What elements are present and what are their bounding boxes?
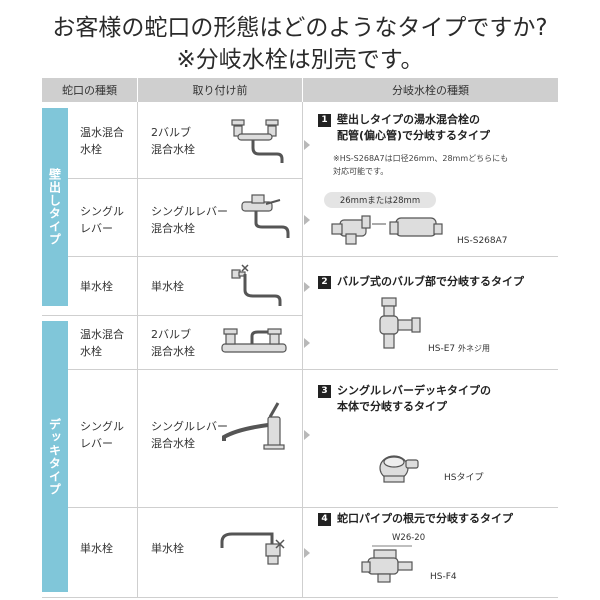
deck-body-branch-icon [379,455,419,483]
branch-type-2-heading: 2 バルブ式のバルブ部で分岐するタイプ [318,274,524,290]
branch-type-2-number: 2 [318,276,331,289]
branch-type-3-product: HSタイプ [444,473,484,483]
row5-type: シングル レバー [80,420,124,450]
group-wall-type: 壁出しタイプ [42,108,68,306]
wall-single-lever-faucet-icon [241,194,290,238]
divider [68,178,302,179]
branch-type-2-product-suffix: 外ネジ用 [458,344,491,353]
header-branch-type: 分岐水栓の種類 [303,78,558,102]
divider [68,507,558,508]
branch-type-4-product: HS-F4 [430,572,457,582]
arrow-icon [304,282,310,292]
divider [68,256,558,257]
branch-type-2-product-name: HS-E7 [428,344,456,354]
branch-type-3-number: 3 [318,385,331,398]
wall-two-valve-faucet-icon [231,119,284,163]
branch-type-1-note: ※HS-S268A7は口径26mm、28mmどちらにも 対応可能です。 [333,154,509,176]
branch-type-2-product: HS-E7 外ネジ用 [428,343,490,354]
wall-branch-valve-icon [331,215,443,245]
branch-type-4-heading: 4 蛇口パイプの根元で分岐するタイプ [318,511,513,527]
row4-type: 温水混合 水栓 [80,328,124,358]
size-pill: 26mmまたは28mm [324,192,436,208]
row2-type: シングル レバー [80,205,124,235]
row3-type: 単水栓 [80,280,113,293]
valve-branch-icon [379,297,421,349]
branch-type-4-title: 蛇口パイプの根元で分岐するタイプ [337,512,513,525]
group-deck-type: デッキタイプ [42,321,68,592]
branch-type-1-title: 壁出しタイプの湯水混合栓の 配管(偏心管)で分岐するタイプ [337,113,491,142]
arrow-icon [304,215,310,225]
branch-type-4-number: 4 [318,513,331,526]
deck-single-lever-faucet-icon [222,402,285,450]
branch-type-3-heading: 3 シングルレバーデッキタイプの 本体で分岐するタイプ [318,383,491,415]
row6-before: 単水栓 [151,542,184,555]
divider [137,102,138,598]
arrow-icon [304,548,310,558]
row5-before: シングルレバー 混合水栓 [151,420,228,450]
branch-type-1-product: HS-S268A7 [457,236,508,246]
row2-before: シングルレバー 混合水栓 [151,205,228,235]
header-faucet-type: 蛇口の種類 [42,78,137,102]
row6-type: 単水栓 [80,542,113,555]
page-title: お客様の蛇口の形態はどのようなタイプですか? [52,15,548,41]
row1-before: 2バルブ 混合水栓 [151,126,195,156]
row3-before: 単水栓 [151,280,184,293]
branch-type-1-heading: 1 壁出しタイプの湯水混合栓の 配管(偏心管)で分岐するタイプ [318,112,490,144]
arrow-icon [304,338,310,348]
divider [42,315,302,316]
wall-single-tap-icon [231,264,282,306]
page-subtitle: ※分岐水栓は別売です。 [176,47,424,73]
row1-type: 温水混合 水栓 [80,126,124,156]
branch-type-1-number: 1 [318,114,331,127]
deck-two-valve-faucet-icon [221,328,287,353]
row4-before: 2バルブ 混合水栓 [151,328,195,358]
branch-type-4-dimension: W26-20 [392,533,426,543]
arrow-icon [304,140,310,150]
divider [68,369,558,370]
header-before-install: 取り付け前 [138,78,302,102]
arrow-icon [304,430,310,440]
pipe-root-branch-icon [361,545,413,583]
branch-type-3-title: シングルレバーデッキタイプの 本体で分岐するタイプ [337,384,491,413]
branch-type-2-title: バルブ式のバルブ部で分岐するタイプ [337,275,524,288]
divider [302,102,303,598]
deck-single-tap-icon [220,532,285,565]
divider [42,597,558,598]
